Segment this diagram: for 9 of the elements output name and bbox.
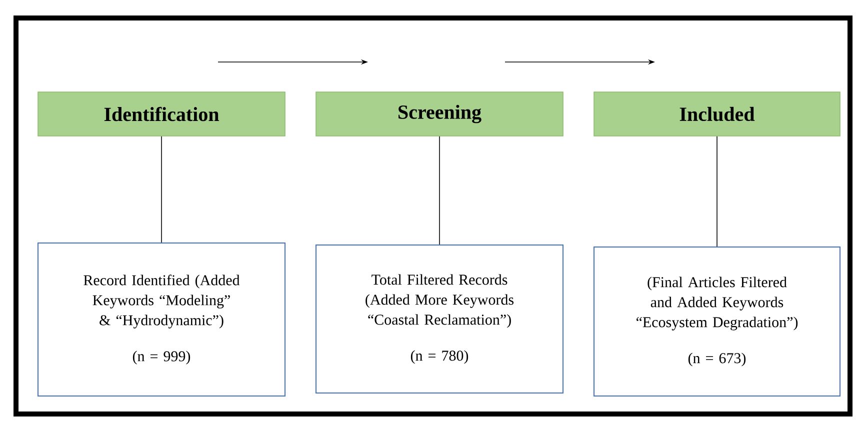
record-box: Record Identified (Added Keywords “Modeling” & “Hydrodynamic”) (n = 999) (38, 242, 286, 396)
record-box: Total Filtered Records (Added More Keywords “Coastal Reclamation”) (n = 780) (316, 244, 564, 394)
stage-header: Identification (38, 92, 286, 136)
stage-header: Included (594, 92, 840, 136)
connector-line (439, 136, 440, 245)
connector-line (161, 136, 162, 243)
stage-header: Screening (316, 92, 564, 136)
connector-line (716, 136, 718, 247)
record-box: (Final Articles Filtered and Added Keywords “Ecosystem Degradation”) (n = 673) (594, 246, 840, 396)
